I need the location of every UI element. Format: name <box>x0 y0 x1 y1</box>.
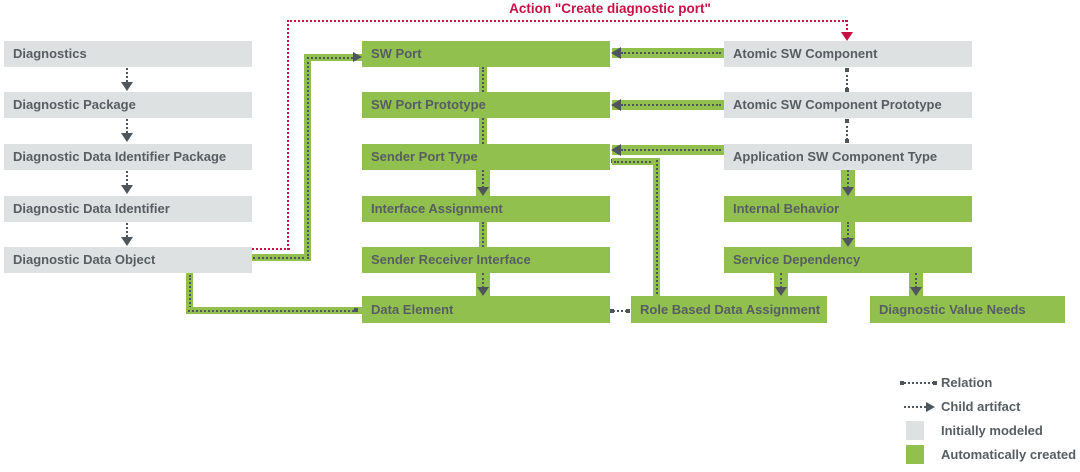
relation-end-dot <box>626 309 630 313</box>
legend-relation-label: Relation <box>941 375 993 390</box>
relation-line <box>307 57 353 59</box>
child-arrowhead-icon <box>121 133 133 142</box>
child-arrow-line <box>780 273 782 288</box>
child-arrowhead-icon <box>353 52 362 62</box>
child-arrow-line <box>126 171 128 185</box>
relation-line <box>189 275 191 312</box>
relation-end-dot <box>610 309 614 313</box>
box-sender-port-type: Sender Port Type <box>362 144 610 170</box>
legend-child-artifact-line <box>904 406 926 408</box>
action-path-segment <box>287 20 847 22</box>
legend-initially-modeled-swatch <box>906 421 924 440</box>
legend-automatically-created-swatch <box>906 445 924 464</box>
child-arrowhead-icon <box>910 287 922 296</box>
relation-line <box>614 161 658 163</box>
child-arrow-line <box>126 68 128 82</box>
legend-child-arrowhead-icon <box>926 402 935 412</box>
child-arrowhead-icon <box>477 187 489 196</box>
action-path-segment <box>287 20 289 250</box>
child-arrowhead-icon <box>842 238 854 247</box>
relation-line <box>656 160 658 294</box>
action-arrowhead-icon <box>841 32 853 41</box>
relation-line <box>253 257 308 259</box>
box-diagnostic-data-identifier: Diagnostic Data Identifier <box>4 196 252 222</box>
child-arrow-line <box>621 52 721 54</box>
child-arrowhead-icon <box>121 185 133 194</box>
box-atomic-sw-component: Atomic SW Component <box>724 41 972 67</box>
relation-line <box>482 67 484 92</box>
box-diagnostics: Diagnostics <box>4 41 252 67</box>
relation-end-dot <box>845 88 849 92</box>
box-data-element: Data Element <box>362 296 610 323</box>
action-create-diagnostic-port-label: Action "Create diagnostic port" <box>509 1 711 16</box>
relation-line <box>482 118 484 144</box>
relation-line <box>188 310 354 312</box>
box-diagnostic-data-identifier-package: Diagnostic Data Identifier Package <box>4 144 252 170</box>
child-arrow-line <box>482 273 484 288</box>
box-sw-port: SW Port <box>362 41 610 67</box>
box-sw-port-prototype: SW Port Prototype <box>362 92 610 118</box>
box-sender-receiver-interface: Sender Receiver Interface <box>362 247 610 273</box>
relation-end-dot <box>845 139 849 143</box>
child-arrow-line <box>915 273 917 288</box>
box-diagnostic-data-object: Diagnostic Data Object <box>4 247 252 273</box>
relation-end-dot <box>354 308 358 312</box>
box-service-dependency: Service Dependency <box>724 247 972 273</box>
box-application-sw-component-type: Application SW Component Type <box>724 144 972 170</box>
relation-line <box>613 310 627 312</box>
action-path-segment <box>846 20 848 34</box>
relation-line <box>846 70 848 89</box>
relation-line <box>846 121 848 140</box>
box-diagnostic-package: Diagnostic Package <box>4 92 252 118</box>
child-arrow-line <box>482 170 484 188</box>
child-arrowhead-icon <box>842 187 854 196</box>
child-arrowhead-icon <box>611 144 621 156</box>
legend-automatically-created-label: Automatically created <box>941 447 1077 462</box>
child-arrowhead-icon <box>611 47 621 59</box>
child-arrowhead-icon <box>477 287 489 296</box>
box-diagnostic-value-needs: Diagnostic Value Needs <box>870 296 1065 323</box>
legend-relation-line <box>904 382 934 384</box>
box-internal-behavior: Internal Behavior <box>724 196 972 222</box>
child-arrow-line <box>847 222 849 239</box>
child-arrow-line <box>847 170 849 188</box>
action-path-segment <box>252 248 290 250</box>
child-arrow-line <box>126 119 128 133</box>
legend-initially-modeled-label: Initially modeled <box>941 423 1043 438</box>
box-interface-assignment: Interface Assignment <box>362 196 610 222</box>
child-arrowhead-icon <box>611 99 621 111</box>
child-arrowhead-icon <box>775 287 787 296</box>
relation-line <box>307 55 309 259</box>
relation-line <box>482 222 484 247</box>
child-arrowhead-icon <box>121 82 133 91</box>
box-atomic-sw-component-prototype: Atomic SW Component Prototype <box>724 92 972 118</box>
legend-relation-end-dot <box>933 381 937 385</box>
legend-relation-end-dot <box>900 381 904 385</box>
child-arrow-line <box>621 104 721 106</box>
box-role-based-data-assignment: Role Based Data Assignment <box>631 296 827 323</box>
child-arrow-line <box>126 223 128 237</box>
child-arrow-line <box>621 149 721 151</box>
child-arrowhead-icon <box>121 237 133 246</box>
legend-child-artifact-label: Child artifact <box>941 399 1021 414</box>
